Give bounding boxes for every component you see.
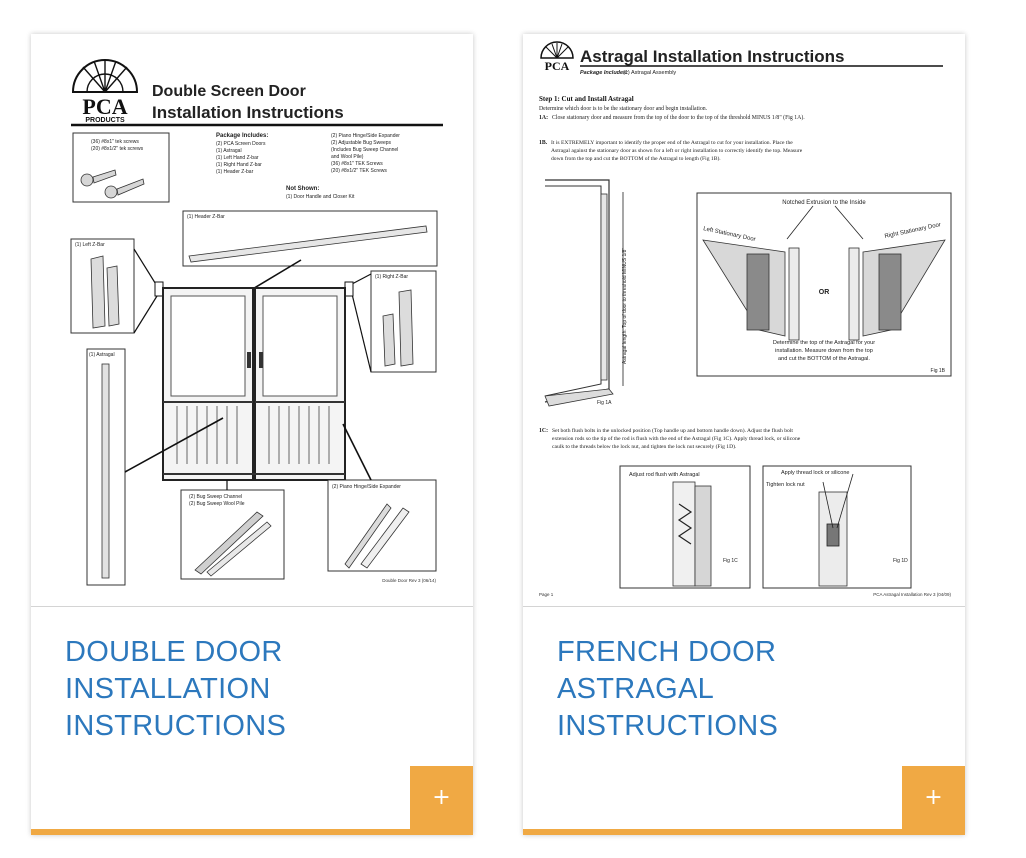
right-zbar-panel: (1) Right Z-Bar (370, 270, 437, 373)
card-title[interactable]: DOUBLE DOOR INSTALLATION INSTRUCTIONS (65, 636, 287, 742)
step1b-label: 1B. (539, 140, 548, 146)
fig1d-label: Fig 1D (893, 558, 908, 564)
screws-label-1: (36) #8x1" tek screws (91, 139, 139, 145)
not-shown-label: Not Shown: (286, 186, 319, 192)
vertical-measure-label: Astragal length: Top of door to threshol… (622, 248, 628, 364)
doc-heading-1: Double Screen Door (152, 83, 306, 100)
header-zbar-label: (1) Header Z-Bar (187, 214, 225, 220)
bug-sweep-label-2: (2) Bug Sweep Wool Pile (189, 501, 245, 507)
plus-icon: + (432, 785, 451, 810)
package-label: Package Includes: (580, 70, 628, 76)
package-item: and Wool Pile) (331, 154, 364, 160)
step1b-line: It is EXTREMELY important to identify th… (551, 139, 793, 146)
accent-bar (523, 829, 965, 835)
notched-label: Notched Extrusion to the Inside (782, 200, 866, 206)
step1-heading: Step 1: Cut and Install Astragal (539, 95, 634, 103)
double-door-drawing (154, 281, 354, 481)
fig1b-label: Fig 1B (931, 368, 946, 374)
expand-button[interactable]: + (902, 766, 965, 829)
determine-line: and cut the BOTTOM of the Astragal. (778, 356, 870, 362)
doc-footer: Double Door Rev 3 (06/14) (382, 578, 436, 583)
pca-logo-sub: PRODUCTS (85, 117, 125, 124)
document-thumbnail-french-door[interactable]: PCA Astragal Installation Instructions P… (523, 34, 965, 607)
package-item: (1) Right Hand Z-bar (216, 162, 262, 168)
double-door-instruction-sheet: PCA PRODUCTS Double Screen Door Installa… (70, 59, 443, 586)
piano-hinge-panel: (2) Piano Hinge/Side Expander (327, 479, 437, 572)
fig-1b-panel: Notched Extrusion to the Inside Left Sta… (696, 192, 952, 377)
or-label: OR (819, 289, 830, 296)
step1b-line: down from the top and cut the BOTTOM of … (551, 155, 721, 162)
instruction-card-french-door[interactable]: PCA Astragal Installation Instructions P… (523, 34, 965, 835)
astragal-label: (1) Astragal (89, 352, 115, 358)
astragal-instruction-sheet: PCA Astragal Installation Instructions P… (539, 41, 952, 597)
doc-heading: Astragal Installation Instructions (580, 47, 845, 66)
tighten-nut-label: Tighten lock nut (766, 482, 805, 488)
doc-page-number: Page 1 (539, 592, 554, 597)
expand-button[interactable]: + (410, 766, 473, 829)
bug-sweep-label-1: (2) Bug Sweep Channel (189, 494, 242, 500)
apply-thread-label: Apply thread lock or silicone (781, 470, 849, 476)
fig-1d-panel: Apply thread lock or silicone Tighten lo… (762, 465, 912, 589)
package-item: (2) Adjustable Bug Sweeps (331, 140, 392, 146)
doc-footer: PCA Astragal Installation Rev 3 (04/09) (873, 592, 951, 597)
package-item: (2) PCA Screen Doors (216, 141, 266, 147)
package-list: Package Includes: (2) PCA Screen Doors(1… (216, 133, 400, 200)
package-label: Package Includes: (216, 133, 268, 139)
step1-intro: Determine which door is to be the statio… (539, 106, 708, 112)
step1a-text: Close stationary door and measure from t… (552, 114, 805, 121)
not-shown-text: (1) Door Handle and Closer Kit (286, 194, 355, 200)
bug-sweep-panel: (2) Bug Sweep Channel (2) Bug Sweep Wool… (180, 489, 285, 580)
pca-logo: PCA PRODUCTS (71, 59, 139, 124)
header-zbar-panel: (1) Header Z-Bar (182, 210, 438, 267)
document-thumbnail-double-door[interactable]: PCA PRODUCTS Double Screen Door Installa… (31, 34, 473, 607)
screws-panel: (36) #8x1" tek screws (20) #8x1/2" tek s… (72, 132, 170, 203)
left-zbar-panel: (1) Left Z-Bar (70, 238, 135, 334)
pca-logo-text: PCA (545, 59, 570, 73)
package-item: (36) #8x1" TEK Screws (331, 161, 383, 167)
step1c-line: Set both flush bolts in the unlocked pos… (552, 427, 793, 434)
card-title[interactable]: FRENCH DOOR ASTRAGAL INSTRUCTIONS (557, 636, 779, 742)
screws-label-2: (20) #8x1/2" tek screws (91, 146, 144, 152)
package-item: (1) Left Hand Z-bar (216, 155, 259, 161)
fig1a-label: Fig 1A (597, 400, 612, 406)
accent-bar (31, 829, 473, 835)
plus-icon: + (924, 785, 943, 810)
astragal-panel: (1) Astragal (86, 348, 126, 586)
fig1c-label: Fig 1C (723, 558, 738, 564)
step1c-line: caulk to the threads below the lock nut,… (552, 443, 737, 450)
step1c-line: extension rods so the tip of the rod is … (552, 435, 801, 442)
step1b-line: Astragal against the stationary door as … (551, 147, 803, 154)
package-item: (20) #8x1/2" TEK Screws (331, 168, 387, 174)
left-zbar-label: (1) Left Z-Bar (75, 242, 105, 248)
fig-1a-drawing: Astragal length: Top of door to threshol… (544, 179, 628, 407)
doc-heading-2: Installation Instructions (152, 103, 344, 122)
package-item: (1) Astragal (216, 148, 242, 154)
pca-logo: PCA (540, 41, 574, 73)
pca-logo-text: PCA (82, 94, 127, 119)
package-item: (Includes Bug Sweep Channel (331, 147, 398, 153)
right-zbar-label: (1) Right Z-Bar (375, 274, 408, 280)
fig-1c-panel: Adjust rod flush with Astragal Fig 1C (619, 465, 751, 589)
piano-hinge-label: (2) Piano Hinge/Side Expander (332, 484, 401, 490)
determine-line: installation. Measure down from the top (775, 348, 873, 354)
package-item: (1) Header Z-bar (216, 169, 254, 175)
determine-line: Determine the top of the Astragal for yo… (773, 340, 875, 346)
adjust-rod-label: Adjust rod flush with Astragal (629, 472, 700, 478)
step1c-label: 1C: (539, 428, 548, 434)
package-item: (2) Piano Hinge/Side Expander (331, 133, 400, 139)
instruction-card-double-door[interactable]: PCA PRODUCTS Double Screen Door Installa… (31, 34, 473, 835)
package-value: (1) Astragal Assembly (623, 70, 676, 76)
step1a-label: 1A: (539, 115, 548, 121)
